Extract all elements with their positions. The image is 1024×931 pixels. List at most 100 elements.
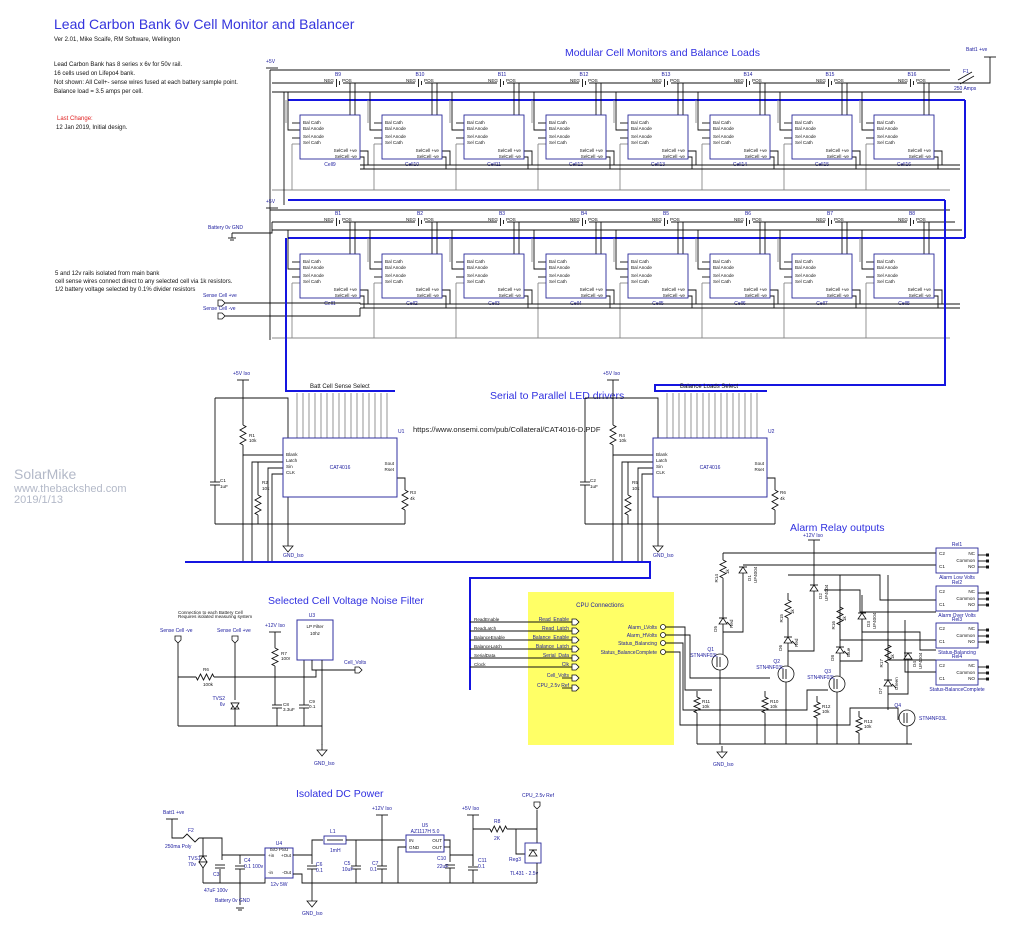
battery-label: B14 [744,72,753,78]
battery-neg-label: NEG [406,217,416,222]
pin-bal-anode: Bal Anode [713,126,734,131]
pin-sel-cath: Sel Cath [549,140,567,145]
transistor-type: STN4NF03L [919,716,947,722]
bus-signal-label: ReadEnable [474,617,500,622]
pin-selcell-pos: SelCell +ve [826,287,850,292]
battery-label: B5 [663,211,669,217]
load-resistor [718,559,728,579]
selcell-wire [852,289,861,304]
cpu-input-port [571,618,580,626]
led-ref: D7 [878,688,883,694]
pin-selcell-pos: SelCell +ve [498,287,522,292]
cpu-output-label: Alarm_HVolts [627,633,658,639]
selcell-wire [442,289,451,304]
transistor-ref: Q3 [824,669,831,675]
cpu-input-port [571,674,580,682]
resistor-ref: R16 [831,621,836,630]
relay-name: Alarm Over Volts [938,613,976,619]
selcell-wire [934,156,939,169]
cell-wire [697,92,710,131]
relay-name: Alarm Low Volts [939,575,975,581]
resistor-ref: R3 [410,490,416,495]
selcell-wire [442,150,451,165]
resistor-value: 10k [822,709,830,714]
pin-sel-anode: Sel Anode [467,134,488,139]
diode-ref: D2 [818,593,823,599]
led-ray-icon [843,650,849,656]
gate-resistor [812,701,822,719]
cap-ref: C7 [372,861,379,867]
battery-pos-label: POS [424,217,434,222]
pin-sel-cath: Sel Cath [877,279,895,284]
resistor-R6 [195,672,215,682]
rail-label: +5V Iso [603,371,620,377]
battery-label: B3 [499,211,505,217]
flyback-diode-icon [738,566,748,574]
battery-pos-label: POS [834,78,844,83]
pin-selcell-neg: SelCell -ve [499,154,522,159]
selcell-wire [524,289,533,304]
pin-selcell-pos: SelCell +ve [908,287,932,292]
cpu-input-label: Balance_Enable [533,635,570,641]
sense-pos-wire [225,302,361,304]
power-wire [515,829,525,855]
relay-pin: NO [968,564,975,569]
watermark-url: www.thebackshed.com [13,483,127,495]
cpu-output-port [660,649,666,655]
pin-selcell-neg: SelCell -ve [745,154,768,159]
select-bus [654,200,946,392]
pin-sel-anode: Sel Anode [795,134,816,139]
cpu-input-port [571,645,580,653]
chip-pin: IN [409,838,414,843]
relay-Rel2 [935,585,979,612]
select-bus [285,238,395,392]
cell-wire [615,92,628,131]
gnd-label: GND_Iso [713,762,734,768]
status-bal-wire [666,642,828,711]
resistor-value: 10k [249,438,257,443]
cpu-input-label: CPU_2.5v Ref [537,683,570,689]
led-icon [883,679,893,687]
sin-wire [637,467,653,562]
pin-selcell-neg: SelCell -ve [581,293,604,298]
resistor-value: 1k [890,653,895,659]
power-wire [444,839,474,866]
section-title-cpu: CPU Connections [576,603,624,609]
resistor-value: 4k [410,496,416,501]
cpu-input-label: Serial_Data [543,653,569,659]
chip-ref: U2 [768,429,775,435]
rset-wire [767,477,776,490]
gate-resistor [854,716,864,734]
resistor-ref: R15 [779,614,784,623]
chip-pin-left: Blank [656,452,668,457]
cpu-output-port [660,632,666,638]
relay-Rel4 [935,659,979,686]
battery-gap [907,78,917,88]
resistor-value: 100k [203,682,214,687]
isolation-note: 1/2 battery voltage selected by 0.1% div… [55,287,195,293]
subtitle: Ver 2.01, Mike Scaife, RM Software, Well… [54,37,180,43]
chip-pin-left: CLK [656,470,666,475]
cell-monitor-module [873,253,935,299]
led-ref: D5 [713,626,718,632]
fuse-ref: F2 [188,828,194,834]
inductor-value: 1mH [330,848,341,854]
pin-bal-anode: Bal Anode [877,265,898,270]
tvs-value: 6v [220,702,226,708]
battery-label: B13 [662,72,671,78]
pin-selcell-pos: SelCell +ve [580,148,604,153]
pin-selcell-pos: SelCell +ve [416,148,440,153]
cat4016-chip [282,437,398,498]
battery-neg-label: NEG [734,78,744,83]
chip-name: CAT4016 [330,465,351,471]
terminal-icon [986,634,989,638]
pin-selcell-pos: SelCell +ve [662,148,686,153]
tvs-value: 70v [188,862,197,868]
rset-wire [397,477,406,490]
resistor-ref: R2 [262,480,268,485]
pin-bal-cath: Bal Cath [877,120,895,125]
pin-bal-anode: Bal Anode [877,126,898,131]
pin-sel-anode: Sel Anode [795,273,816,278]
selcell-wire [524,150,533,165]
chip-pin: +Out [281,853,292,858]
